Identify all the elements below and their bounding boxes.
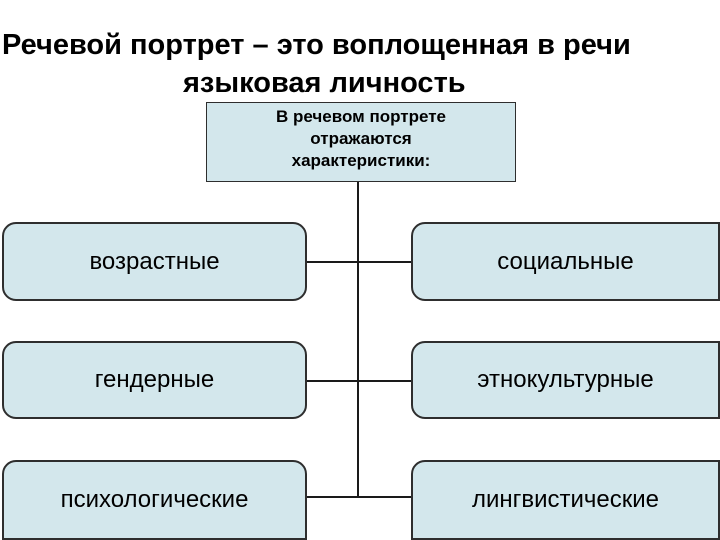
title-rest-line-1: – это воплощенная в речи bbox=[244, 29, 631, 61]
slide-title: Речевой портрет – это воплощенная в речи… bbox=[0, 26, 720, 102]
right-box-1: социальные bbox=[411, 222, 720, 301]
left-box-3: психологические bbox=[2, 460, 307, 540]
title-bold-part: Речевой портрет bbox=[2, 29, 245, 61]
left-box-1: возрастные bbox=[2, 222, 307, 301]
title-line-2: языковая личность bbox=[183, 67, 466, 99]
root-box: В речевом портрете отражаются характерис… bbox=[206, 102, 516, 182]
branch-line-row-2 bbox=[306, 380, 412, 382]
branch-line-row-1 bbox=[306, 261, 412, 263]
title-line-1: Речевой портрет – это воплощенная в речи bbox=[0, 26, 720, 64]
trunk-line bbox=[357, 182, 359, 496]
right-box-3: лингвистические bbox=[411, 460, 720, 540]
right-box-1-label: социальные bbox=[497, 247, 634, 275]
right-box-2: этнокультурные bbox=[411, 341, 720, 419]
left-box-1-label: возрастные bbox=[89, 247, 220, 275]
left-box-2-label: гендерные bbox=[94, 366, 215, 393]
left-box-3-label: психологические bbox=[60, 486, 249, 513]
branch-line-row-3 bbox=[306, 496, 412, 498]
right-box-2-label: этнокультурные bbox=[477, 366, 654, 393]
left-box-2: гендерные bbox=[2, 341, 307, 419]
root-box-label: В речевом портрете отражаются характерис… bbox=[276, 107, 446, 170]
right-box-3-label: лингвистические bbox=[471, 486, 660, 513]
